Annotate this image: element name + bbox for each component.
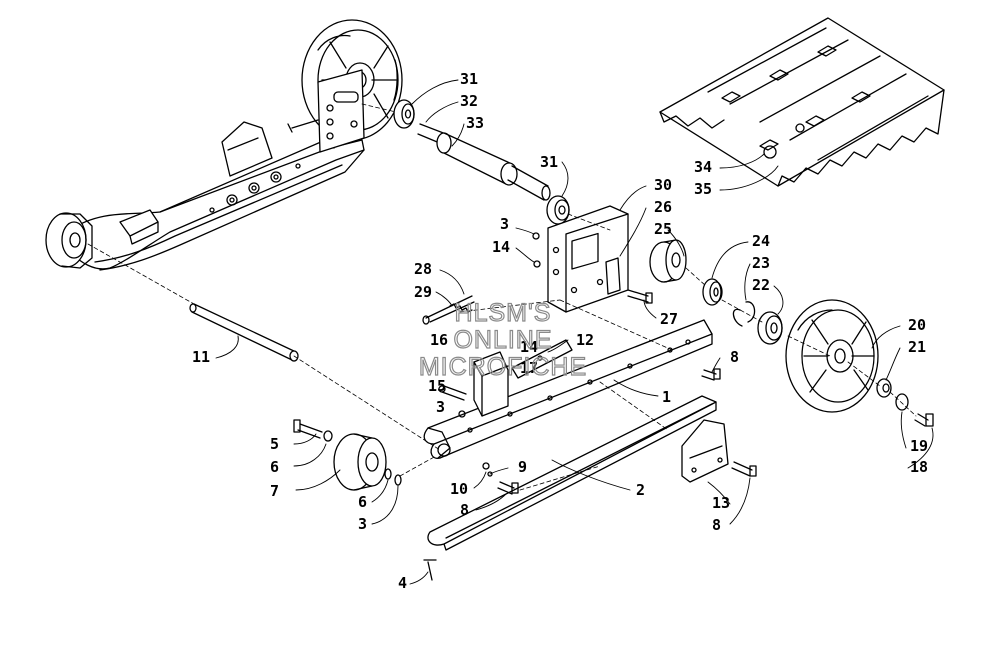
callout-26: 26 <box>654 198 673 216</box>
callout-22: 22 <box>752 276 771 294</box>
rear-bracket-13 <box>681 419 757 483</box>
bearing-31-lower <box>546 195 570 225</box>
upper-rail-block <box>119 209 159 245</box>
upper-rail-bracket <box>221 121 273 177</box>
callout-5: 5 <box>270 435 280 453</box>
bolt-3-small <box>458 410 466 418</box>
callout-30: 30 <box>654 176 673 194</box>
callout-35: 35 <box>694 180 713 198</box>
bolt-27 <box>627 289 653 304</box>
block-16-17 <box>473 351 509 417</box>
callout-3-upper: 3 <box>500 215 510 233</box>
callout-13: 13 <box>712 494 731 512</box>
callout-1: 1 <box>662 388 672 406</box>
bearing-24 <box>702 278 723 306</box>
callout-20: 20 <box>908 316 927 334</box>
washer-6 <box>323 430 333 442</box>
callout-34: 34 <box>694 158 713 176</box>
callout-23: 23 <box>752 254 771 272</box>
callout-16: 16 <box>430 331 449 349</box>
callout-8-bracket: 8 <box>712 516 722 534</box>
callout-15: 15 <box>428 377 447 395</box>
mount-plate-30 <box>547 205 629 313</box>
callout-27: 27 <box>660 310 679 328</box>
callout-18: 18 <box>910 458 929 476</box>
bolt-4 <box>423 559 437 581</box>
callout-17: 17 <box>520 359 539 377</box>
bolt-15 <box>438 385 467 401</box>
roller-25 <box>649 239 687 283</box>
bolt-5 <box>293 419 323 439</box>
callout-24: 24 <box>752 232 771 250</box>
callout-28: 28 <box>414 260 433 278</box>
callout-19: 19 <box>910 437 929 455</box>
callout-11: 11 <box>192 348 211 366</box>
front-rail-tip <box>427 427 451 459</box>
callout-8-right: 8 <box>730 348 740 366</box>
callout-2: 2 <box>636 481 646 499</box>
slide-rail-1 <box>423 319 713 459</box>
washer-6-nut-3 <box>384 468 402 486</box>
axle-shaft-32-33 <box>417 123 551 201</box>
callout-6-left: 6 <box>270 458 280 476</box>
callout-32: 32 <box>460 92 479 110</box>
callout-4: 4 <box>398 574 408 592</box>
washer-21 <box>876 378 892 398</box>
callout-14-lower: 14 <box>520 338 539 356</box>
wheel-7 <box>333 433 387 491</box>
bolt-8-lower <box>497 481 519 495</box>
watermark: HLSM'S ONLINE MICROFICHE <box>388 299 618 381</box>
alignment-lines <box>87 103 917 491</box>
callout-9: 9 <box>518 458 528 476</box>
callout-31-upper: 31 <box>460 70 479 88</box>
bolt-18 <box>914 413 934 427</box>
upper-rail-axle-plate <box>287 69 365 153</box>
callout-10: 10 <box>450 480 469 498</box>
track-34-35 <box>659 17 945 187</box>
slide-runner-2 <box>427 395 717 551</box>
upper-slide-rail <box>69 137 365 271</box>
bolt-8-right <box>701 368 721 381</box>
callout-6-right: 6 <box>358 493 368 511</box>
plate-12 <box>511 339 573 379</box>
nut-9-10 <box>482 462 493 477</box>
callout-33: 33 <box>466 114 485 132</box>
washer-19 <box>895 393 909 411</box>
callout-3-lower: 3 <box>358 515 368 533</box>
bearing-31-upper <box>393 99 415 129</box>
bolt-3-14-small <box>532 232 541 268</box>
watermark-line-1: HLSM'S <box>454 299 552 327</box>
watermark-line-2: ONLINE <box>453 326 553 354</box>
upper-rail-front-wheel <box>45 212 93 269</box>
callout-12: 12 <box>576 331 595 349</box>
callout-21: 21 <box>908 338 927 356</box>
callout-14-upper: 14 <box>492 238 511 256</box>
callout-8-lower: 8 <box>460 501 470 519</box>
callout-3-middle: 3 <box>436 398 446 416</box>
bearing-22 <box>757 311 783 345</box>
idler-wheel-20 <box>785 299 879 413</box>
callout-25: 25 <box>654 220 673 238</box>
callout-31-lower: 31 <box>540 153 559 171</box>
watermark-line-3: MICROFICHE <box>418 353 588 381</box>
callout-29: 29 <box>414 283 433 301</box>
callout-7: 7 <box>270 482 280 500</box>
axle-11 <box>189 303 299 362</box>
leader-lines <box>215 79 934 585</box>
snap-ring-23 <box>732 301 756 327</box>
